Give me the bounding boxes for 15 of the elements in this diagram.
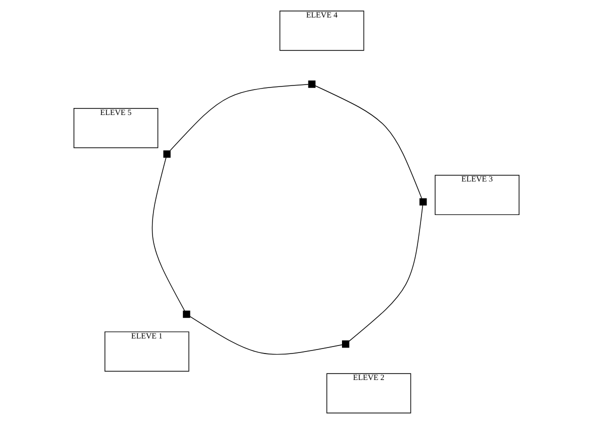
connector (170, 84, 309, 151)
node-box (163, 150, 171, 158)
node-box (308, 80, 316, 88)
node-box: ELEVE 3 (434, 174, 520, 216)
node-box: ELEVE 1 (104, 331, 190, 372)
node-box: ELEVE 4 (280, 10, 364, 51)
node-box (419, 198, 427, 206)
node-box: ELEVE 2 (326, 373, 412, 414)
connector (190, 316, 343, 355)
node-box (182, 310, 190, 318)
node-box: ELEVE 5 (74, 108, 158, 148)
node-box (342, 340, 350, 348)
connector (348, 204, 424, 342)
connector (314, 85, 422, 199)
connector (152, 157, 185, 312)
